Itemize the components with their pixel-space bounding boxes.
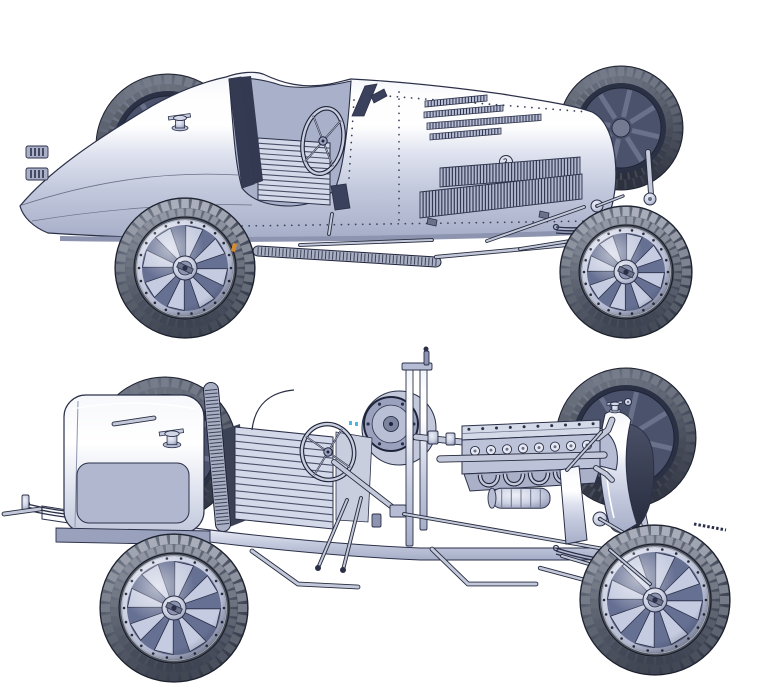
fuel-filler-cap bbox=[167, 113, 191, 132]
shaft-coupling-a bbox=[427, 430, 439, 445]
pedal bbox=[371, 513, 382, 528]
bracket-stay bbox=[565, 430, 603, 472]
drag-link bbox=[402, 512, 612, 552]
paint-fleck-cyan bbox=[349, 421, 358, 426]
brake-rod bbox=[433, 242, 569, 260]
cockpit-edge-roll bbox=[228, 76, 255, 189]
near-front-wheel bbox=[559, 205, 693, 339]
stub-axle-nut bbox=[624, 398, 632, 406]
cross-member-2 bbox=[429, 546, 539, 587]
control-lever bbox=[423, 350, 430, 366]
cockpit-edge-roll bbox=[203, 382, 231, 532]
sill-rivets bbox=[241, 220, 597, 227]
water-hose-lower bbox=[593, 465, 615, 483]
damper-arm bbox=[595, 194, 625, 208]
bonnet-louvre-row-3 bbox=[426, 113, 542, 130]
steering-column bbox=[331, 459, 399, 513]
threaded-rod bbox=[693, 522, 727, 532]
car-with-bodywork-view bbox=[19, 65, 693, 339]
rear-outrigger bbox=[1, 506, 43, 517]
engine-mount-post-b bbox=[419, 367, 428, 531]
handbrake-knob bbox=[315, 565, 321, 571]
seat-pedestal bbox=[330, 183, 351, 211]
bonnet-louvre-row-4 bbox=[429, 127, 502, 141]
engine-mount-post-a bbox=[405, 367, 414, 547]
rear-spring-shackle bbox=[21, 494, 30, 511]
hub-link bbox=[608, 548, 652, 586]
tail-ridge-line bbox=[21, 173, 239, 206]
aero-screen bbox=[351, 83, 378, 117]
bare-rolling-chassis-view bbox=[1, 346, 731, 683]
exhaust-tube bbox=[436, 451, 608, 463]
bonnet-louvre-row-1 bbox=[424, 94, 488, 108]
handbrake-lever bbox=[316, 498, 349, 570]
gear-lever bbox=[341, 496, 363, 572]
body-mount-hoop bbox=[251, 389, 295, 431]
tail-lower-crease bbox=[31, 204, 253, 222]
rear-link bbox=[327, 212, 334, 236]
steering-box bbox=[389, 504, 407, 518]
gear-knob bbox=[340, 567, 346, 573]
tail-vent-upper bbox=[25, 145, 49, 159]
cross-member-1 bbox=[249, 548, 361, 590]
near-rear-wheel bbox=[114, 197, 256, 339]
radiator-cap bbox=[606, 400, 623, 414]
water-hose-upper bbox=[594, 416, 616, 442]
floorboards bbox=[234, 426, 334, 530]
bonnet-latch-rear bbox=[426, 217, 438, 227]
bonnet-louvre-band-upper bbox=[439, 156, 581, 188]
tank-filler bbox=[158, 428, 185, 449]
steering-wheel bbox=[299, 421, 357, 483]
fuel-tank bbox=[63, 394, 205, 534]
near-rear-wheel bbox=[99, 533, 249, 683]
lever-knob bbox=[423, 346, 429, 352]
front-kingpin bbox=[645, 149, 654, 197]
hood-top-rivets bbox=[361, 93, 589, 113]
tyre-fleck bbox=[231, 243, 237, 252]
steering-wheel bbox=[300, 106, 346, 176]
tail-vent-lower bbox=[25, 167, 49, 181]
brake-cross-lever bbox=[485, 205, 586, 243]
tank-handle bbox=[111, 415, 157, 427]
bonnet-louvre-row-2 bbox=[423, 104, 504, 119]
mirror bbox=[370, 88, 388, 104]
bonnet-louvre-band-lower bbox=[419, 173, 583, 219]
near-front-wheel bbox=[579, 524, 731, 676]
front-damper-far bbox=[643, 192, 657, 206]
frame-bracket bbox=[559, 465, 588, 545]
chassis-rod bbox=[298, 238, 434, 247]
shaft-coupling-b bbox=[445, 432, 456, 446]
cockpit-edge-shadow bbox=[241, 76, 263, 184]
ribbed-exhaust-pipe bbox=[252, 245, 442, 268]
